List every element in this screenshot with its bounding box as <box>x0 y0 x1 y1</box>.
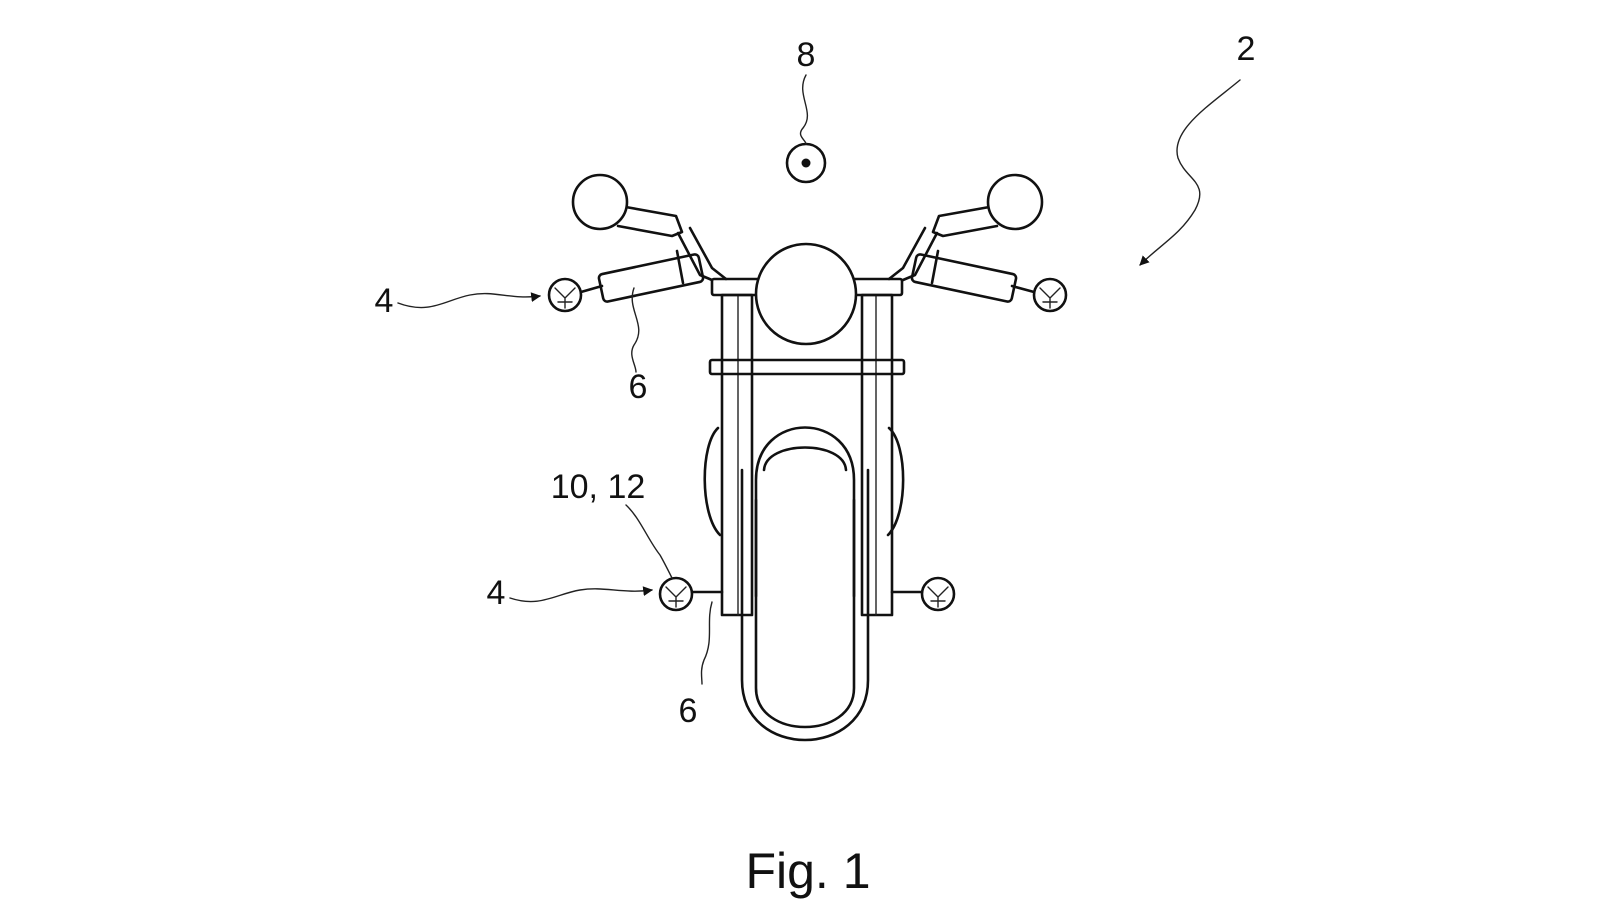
left-handlebar-riser-2 <box>676 231 714 282</box>
left-handlebar-riser <box>688 226 728 281</box>
sensor-lower-left <box>658 576 724 612</box>
lower-triple-clamp <box>708 358 906 376</box>
figure-caption: Fig. 1 <box>745 843 870 899</box>
headlight <box>754 242 858 346</box>
label-sensor-upper-left: 4 <box>375 282 394 320</box>
sensor-lower-right <box>890 576 956 612</box>
sensor-upper-left <box>547 277 604 313</box>
label-vehicle: 2 <box>1237 30 1256 68</box>
label-sensor-lower-left: 4 <box>487 574 506 612</box>
right-fork-leg <box>860 293 894 617</box>
label-central-unit: 8 <box>797 36 816 74</box>
left-grip-end <box>675 249 685 285</box>
front-fender <box>754 426 856 598</box>
fender-inner <box>762 446 848 472</box>
right-grip <box>910 253 1018 303</box>
sensor-upper-right <box>1010 277 1068 313</box>
left-side-bulge <box>703 426 722 537</box>
label-sensor-detail: 10, 12 <box>551 468 646 506</box>
motorcycle <box>571 173 1044 742</box>
left-fork-leg <box>720 293 754 617</box>
right-mirror <box>986 173 1044 231</box>
leader-lines <box>397 74 1241 685</box>
front-tire <box>740 468 870 742</box>
label-mount-lower: 6 <box>679 692 698 730</box>
right-mirror-stem <box>931 204 999 238</box>
central-unit <box>785 142 827 184</box>
label-mount-upper: 6 <box>629 368 648 406</box>
right-handlebar-riser-2 <box>901 231 939 282</box>
right-grip-end <box>930 249 940 285</box>
left-mirror-stem <box>616 204 684 238</box>
right-handlebar-riser <box>887 226 927 281</box>
right-side-bulge <box>886 426 905 537</box>
tire-inner-line <box>754 498 856 729</box>
left-mirror <box>571 173 629 231</box>
left-grip <box>597 253 705 303</box>
